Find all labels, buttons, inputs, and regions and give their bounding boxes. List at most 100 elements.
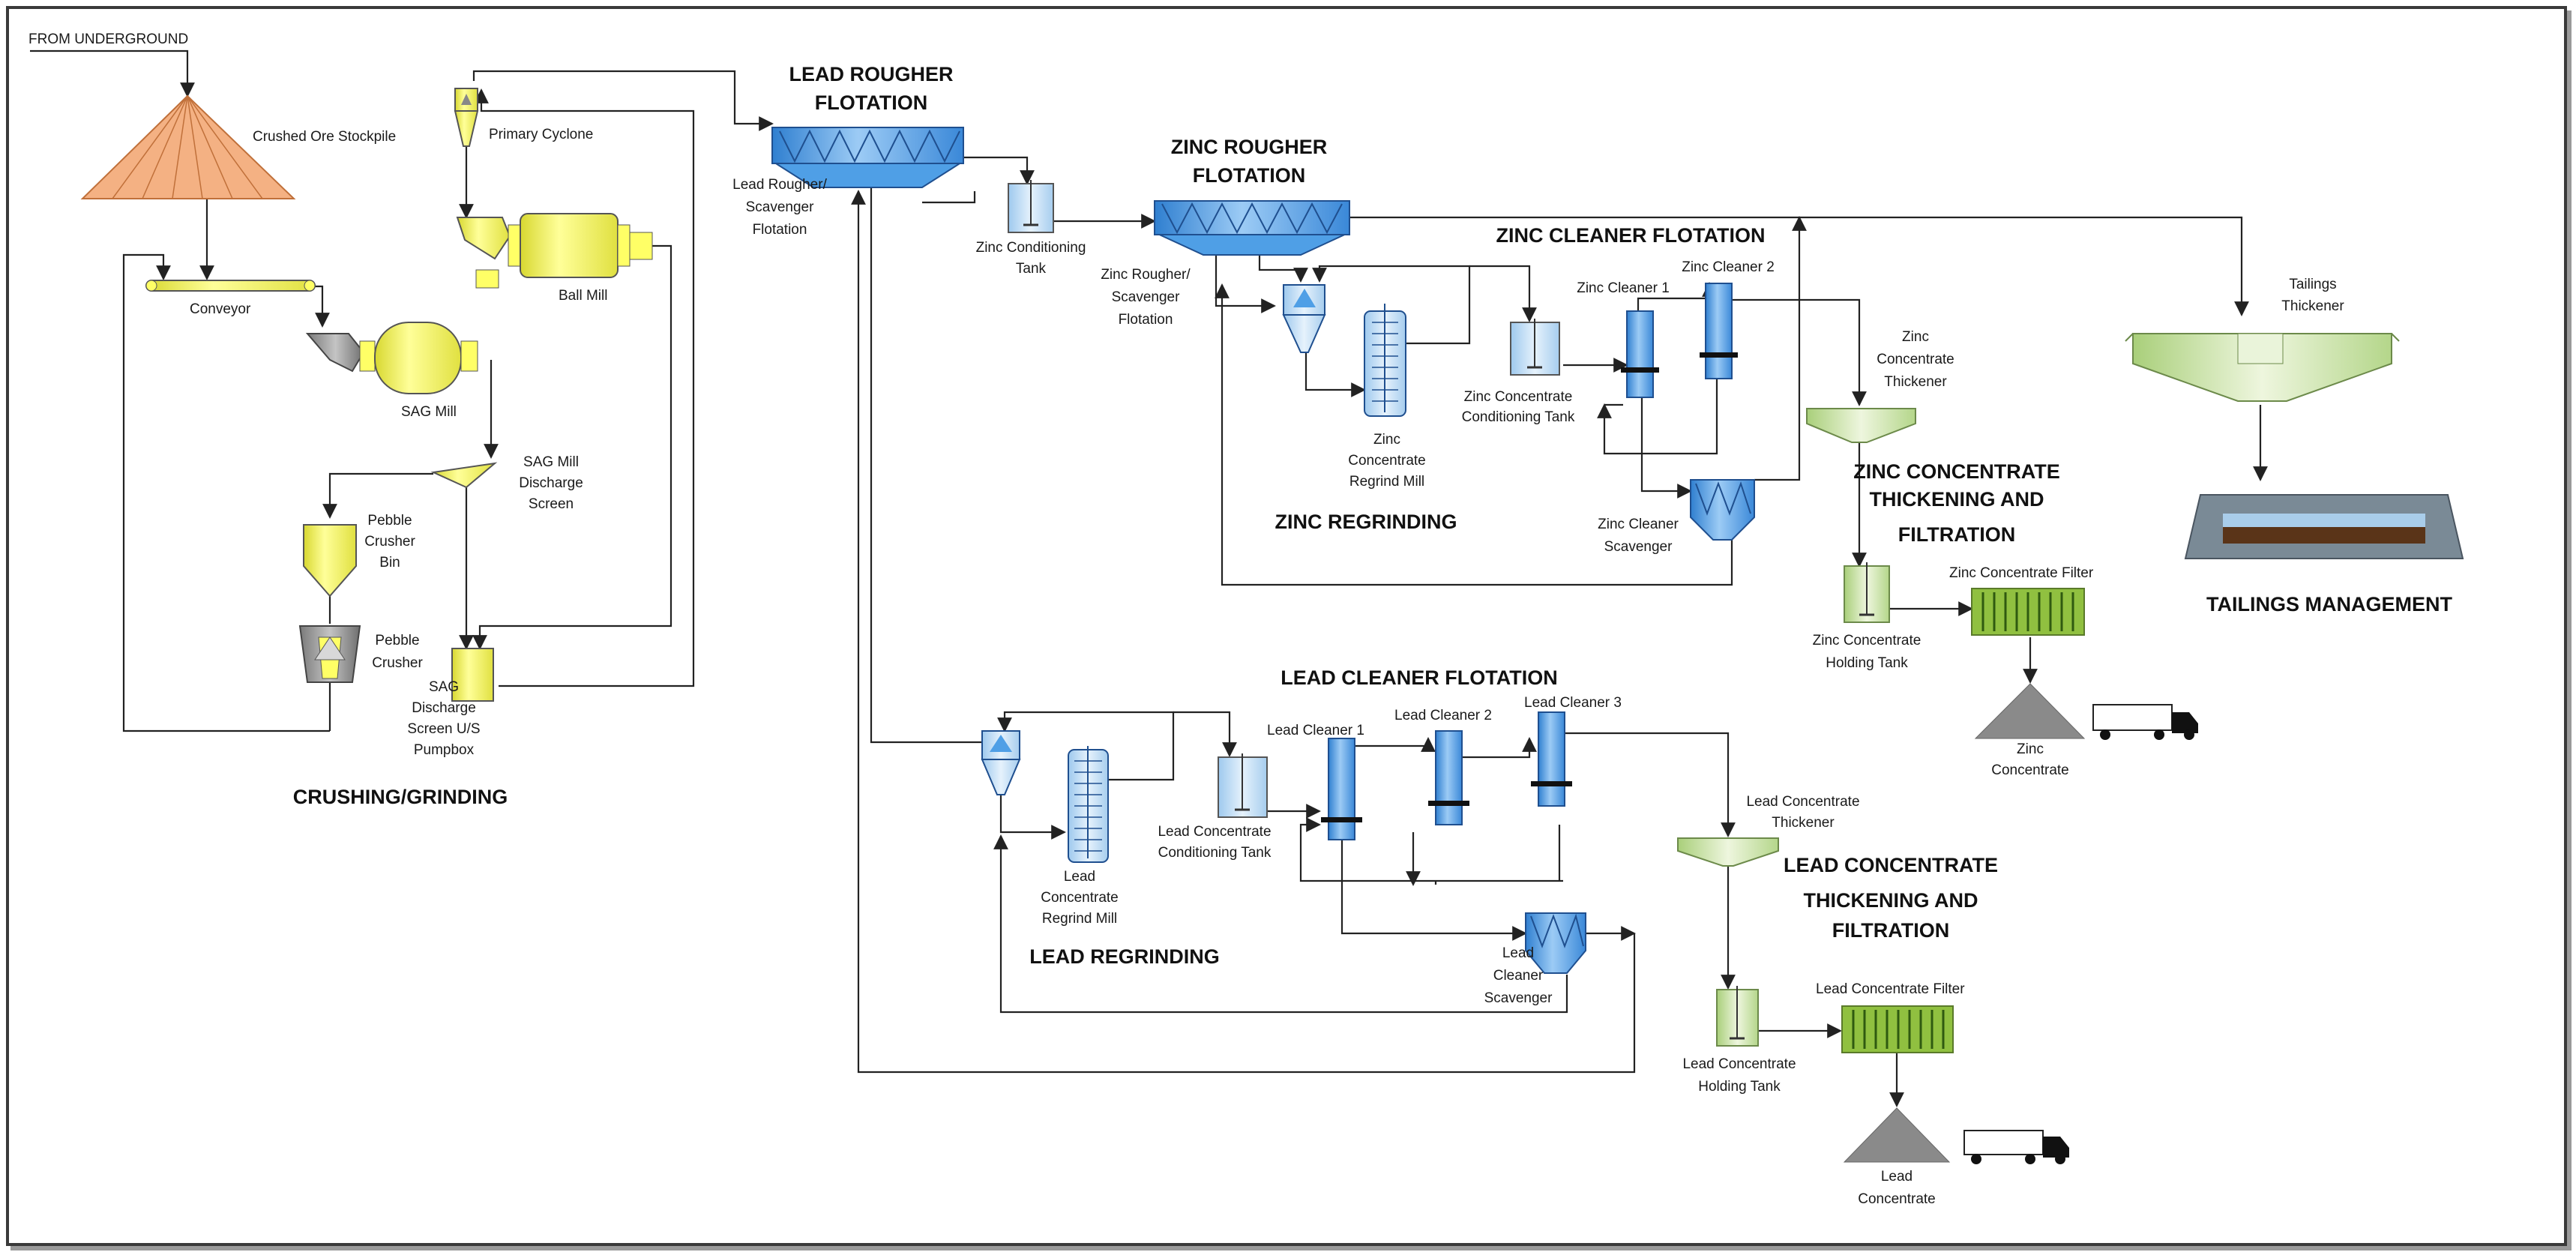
label-sag-screen-3: Screen <box>529 496 574 512</box>
label-lead-thickener-2: Thickener <box>1772 815 1835 831</box>
label-lead-cc-tank-1: Lead Concentrate <box>1158 824 1271 840</box>
label-lead-regrind-1: Lead <box>1064 869 1095 885</box>
label-zinc-rougher-scavenger-1: Zinc Rougher/ <box>1101 267 1191 283</box>
heading-lead-regrinding: LEAD REGRINDING <box>1029 945 1220 968</box>
pebble-crusher-bin <box>303 524 357 598</box>
heading-lead-cleaner: LEAD CLEANER FLOTATION <box>1281 666 1557 689</box>
label-lead-scavenger-2: Cleaner <box>1493 968 1544 984</box>
label-zinc-conditioning-2: Tank <box>1016 261 1047 277</box>
lead-cleaner-scavenger <box>1525 912 1586 974</box>
label-pebble-bin-1: Pebble <box>367 513 412 529</box>
heading-zinc-concentrate-3: FILTRATION <box>1898 523 2015 546</box>
label-zinc-regrind-3: Regrind Mill <box>1349 474 1424 490</box>
label-lead-filter: Lead Concentrate Filter <box>1816 981 1965 997</box>
label-lead-cc-tank-2: Conditioning Tank <box>1158 845 1272 861</box>
label-ball-mill: Ball Mill <box>559 288 607 304</box>
zinc-concentrate-pile <box>1974 683 2086 739</box>
heading-zinc-cleaner: ZINC CLEANER FLOTATION <box>1496 224 1766 247</box>
heading-lead-concentrate-1: LEAD CONCENTRATE <box>1784 854 1998 876</box>
label-zinc-cleaner-1: Zinc Cleaner 1 <box>1577 280 1670 296</box>
pebble-crusher <box>298 625 361 683</box>
heading-zinc-regrinding: ZINC REGRINDING <box>1275 511 1457 533</box>
flow-lines <box>30 49 2268 1107</box>
label-sag-screen-2: Discharge <box>519 475 583 491</box>
zinc-rougher-flotation-cells <box>1154 200 1350 256</box>
label-lead-regrind-2: Concentrate <box>1041 890 1119 906</box>
label-lead-rougher-scavenger-3: Flotation <box>753 222 807 238</box>
heading-lead-concentrate-2: THICKENING AND <box>1804 889 1978 912</box>
label-lead-cleaner-2: Lead Cleaner 2 <box>1394 708 1492 723</box>
ball-mill <box>456 213 653 289</box>
heading-lead-rougher-1: LEAD ROUGHER <box>789 63 953 85</box>
label-lead-product-2: Concentrate <box>1858 1191 1936 1207</box>
label-zinc-conditioning-1: Zinc Conditioning <box>976 240 1086 256</box>
label-zinc-rougher-scavenger-3: Flotation <box>1119 312 1173 328</box>
lead-concentrate-conditioning-tank <box>1218 753 1268 818</box>
label-pebble-bin-3: Bin <box>379 555 400 571</box>
sag-discharge-pumpbox <box>451 648 494 702</box>
heading-zinc-concentrate-2: THICKENING AND <box>1870 488 2044 511</box>
heading-zinc-rougher-1: ZINC ROUGHER <box>1171 136 1328 158</box>
label-zinc-holding-1: Zinc Concentrate <box>1813 633 1922 648</box>
section-headings: CRUSHING/GRINDING LEAD ROUGHER FLOTATION… <box>293 63 2453 968</box>
label-zinc-scavenger-2: Scavenger <box>1604 539 1673 555</box>
label-zinc-holding-2: Holding Tank <box>1826 655 1908 671</box>
lead-regrind-cyclone <box>981 730 1021 795</box>
zinc-concentrate-conditioning-tank <box>1510 319 1560 376</box>
label-lead-regrind-3: Regrind Mill <box>1042 911 1117 927</box>
zinc-cleaner-1-column <box>1621 310 1659 398</box>
zinc-conditioning-tank <box>1008 180 1054 233</box>
lead-cleaner-2-column <box>1428 730 1469 825</box>
label-conveyor: Conveyor <box>190 301 251 317</box>
lead-concentrate-holding-tank <box>1716 986 1759 1047</box>
label-zinc-cleaner-2: Zinc Cleaner 2 <box>1682 259 1775 275</box>
heading-lead-rougher-2: FLOTATION <box>815 91 927 114</box>
label-tailings-thickener-2: Thickener <box>2281 298 2344 314</box>
label-zinc-cc-tank-2: Conditioning Tank <box>1462 409 1575 425</box>
tailings-thickener <box>2125 333 2400 402</box>
lead-concentrate-pile <box>1843 1107 1951 1163</box>
label-lead-scavenger-1: Lead <box>1502 945 1534 961</box>
label-zinc-filter: Zinc Concentrate Filter <box>1949 565 2094 581</box>
label-lead-rougher-scavenger-1: Lead Rougher/ <box>732 177 827 193</box>
label-pumpbox-3: Screen U/S <box>407 721 480 737</box>
heading-zinc-rougher-2: FLOTATION <box>1193 164 1305 187</box>
label-sag-screen-1: SAG Mill <box>523 454 579 470</box>
zinc-truck-icon <box>2092 704 2198 740</box>
label-zinc-product-2: Concentrate <box>1991 762 2069 778</box>
label-pebble-crusher-1: Pebble <box>375 633 419 648</box>
label-lead-cleaner-3: Lead Cleaner 3 <box>1524 695 1622 711</box>
lead-concentrate-regrind-mill <box>1068 746 1109 863</box>
label-lead-holding-2: Holding Tank <box>1698 1079 1781 1095</box>
label-zinc-product-1: Zinc <box>2017 741 2044 757</box>
lead-concentrate-thickener <box>1677 837 1779 867</box>
label-lead-thickener-1: Lead Concentrate <box>1746 794 1859 810</box>
zinc-cleaner-2-column <box>1700 283 1738 379</box>
equipment-labels: FROM UNDERGROUND Crushed Ore Stockpile P… <box>28 31 2344 1207</box>
heading-zinc-concentrate-1: ZINC CONCENTRATE <box>1853 460 2059 483</box>
label-zinc-regrind-2: Concentrate <box>1348 453 1426 469</box>
label-primary-cyclone: Primary Cyclone <box>489 127 593 142</box>
label-zinc-scavenger-1: Zinc Cleaner <box>1598 517 1679 532</box>
zinc-concentrate-thickener <box>1806 408 1916 443</box>
label-zinc-cc-tank-1: Zinc Concentrate <box>1464 389 1573 405</box>
label-pumpbox-4: Pumpbox <box>414 742 475 758</box>
label-pebble-crusher-2: Crusher <box>372 655 423 671</box>
label-zinc-rougher-scavenger-2: Scavenger <box>1112 289 1181 305</box>
zinc-regrind-cyclone <box>1282 284 1326 353</box>
heading-lead-concentrate-3: FILTRATION <box>1832 919 1949 942</box>
label-lead-holding-1: Lead Concentrate <box>1682 1056 1796 1072</box>
label-pebble-bin-2: Crusher <box>364 534 415 550</box>
label-lead-scavenger-3: Scavenger <box>1484 990 1553 1006</box>
label-crushed-ore-stockpile: Crushed Ore Stockpile <box>253 129 396 145</box>
label-lead-rougher-scavenger-2: Scavenger <box>746 199 815 215</box>
label-pumpbox-1: SAG <box>429 679 459 695</box>
label-tailings-thickener-1: Tailings <box>2289 277 2336 292</box>
label-lead-cleaner-1: Lead Cleaner 1 <box>1267 723 1364 738</box>
label-sag-mill: SAG Mill <box>401 404 457 420</box>
label-zinc-regrind-1: Zinc <box>1373 432 1400 448</box>
tailings-management-facility <box>2184 494 2464 559</box>
primary-cyclone <box>454 88 479 147</box>
label-pumpbox-2: Discharge <box>412 700 476 716</box>
